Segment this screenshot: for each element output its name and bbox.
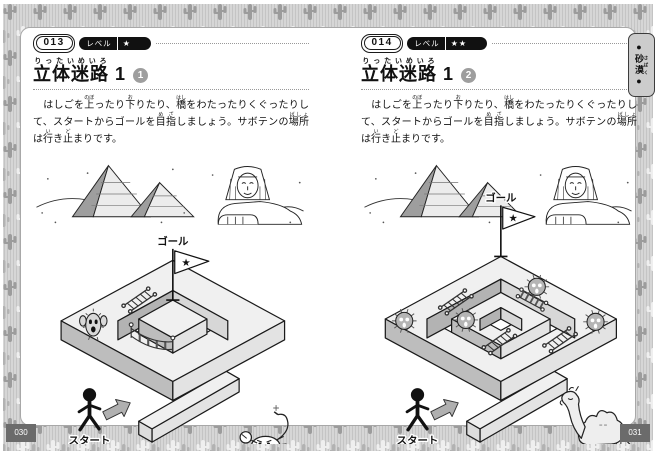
pyramid-large bbox=[399, 164, 480, 217]
stick-figure bbox=[405, 387, 430, 432]
cactus-icon bbox=[79, 308, 108, 340]
camel-character bbox=[559, 385, 631, 444]
sphinx bbox=[217, 165, 303, 225]
page-sheet: 013 レベル ★ 立体迷路りったいめいろ 1 1 はしごを上のぼったり下おりた… bbox=[20, 27, 637, 444]
entrance-bar bbox=[138, 370, 240, 443]
instructions-text: はしごを上のぼったり下おりたり、橋はしをわたったりくぐったりして、スタートからゴ… bbox=[361, 94, 638, 145]
level-stars: ★ bbox=[116, 36, 131, 50]
chapter-tab-label: ●砂漠さばく● bbox=[634, 42, 649, 88]
middle-ring bbox=[450, 291, 551, 360]
puzzle-number-badge: 013 bbox=[33, 33, 76, 53]
title-number-circle: 2 bbox=[461, 67, 477, 83]
maze-illustration-2: ★ ゴール スタート bbox=[364, 164, 632, 444]
stick-figure bbox=[77, 387, 102, 432]
page-title: 立体迷路りったいめいろ 1 bbox=[361, 58, 455, 84]
start-label: スタート bbox=[397, 435, 439, 444]
goal-star: ★ bbox=[508, 213, 517, 224]
level-stars: ★★ bbox=[444, 36, 467, 50]
maze-wall-se bbox=[172, 320, 286, 401]
isometric-maze: ★ ゴール スタート bbox=[60, 234, 289, 444]
start-arrow-icon bbox=[102, 398, 131, 421]
goal-flag: ★ bbox=[166, 248, 210, 301]
desert-scene bbox=[36, 164, 304, 225]
goal-label: ゴール bbox=[157, 235, 189, 248]
left-page: 013 レベル ★ 立体迷路りったいめいろ 1 1 はしごを上のぼったり下おりた… bbox=[33, 33, 310, 444]
title-underline bbox=[361, 88, 637, 90]
instructions-text: はしごを上のぼったり下おりたり、橋はしをわたったりくぐったりして、スタートからゴ… bbox=[33, 94, 310, 145]
sphinx bbox=[545, 165, 631, 225]
maze-wall-se bbox=[500, 318, 617, 401]
goal-star: ★ bbox=[181, 258, 190, 269]
title-underline bbox=[33, 88, 309, 90]
left-header: 013 レベル ★ bbox=[33, 33, 309, 53]
rope-bridge bbox=[128, 322, 176, 351]
start-label: スタート bbox=[69, 435, 111, 444]
dotted-leader bbox=[492, 42, 637, 44]
dotted-leader bbox=[155, 42, 309, 44]
right-title-row: 立体迷路りったいめいろ 1 2 bbox=[361, 58, 637, 85]
pyramid-small bbox=[458, 181, 523, 217]
page-number-right: 031 bbox=[620, 424, 650, 442]
maze-inner-wall-ne bbox=[500, 278, 576, 339]
maze-illustration-1: ★ ゴール スタート bbox=[36, 164, 304, 444]
sand-dots bbox=[41, 168, 301, 224]
page-number-left: 030 bbox=[6, 424, 36, 442]
pyramid-large bbox=[71, 164, 152, 217]
right-page: 014 レベル ★★ 立体迷路りったいめいろ 1 2 はしごを上のぼったり下おり… bbox=[361, 33, 638, 444]
chapter-tab-desert: ●砂漠さばく● bbox=[628, 33, 655, 97]
puzzle-number-badge: 014 bbox=[361, 33, 404, 53]
goal-flag: ★ bbox=[494, 205, 536, 258]
right-header: 014 レベル ★★ bbox=[361, 33, 637, 53]
pyramid-small bbox=[130, 181, 195, 217]
scorpion-character bbox=[239, 404, 289, 444]
level-badge: レベル ★ bbox=[79, 36, 151, 50]
rope-bridge bbox=[515, 287, 549, 312]
isometric-maze: ★ ゴール スタート bbox=[384, 190, 631, 444]
left-title-row: 立体迷路りったいめいろ 1 1 bbox=[33, 58, 309, 85]
page-title: 立体迷路りったいめいろ 1 bbox=[33, 58, 127, 84]
start-arrow-icon bbox=[430, 398, 459, 421]
title-number-circle: 1 bbox=[133, 67, 149, 83]
level-badge: レベル ★★ bbox=[407, 36, 488, 50]
goal-label: ゴール bbox=[485, 191, 517, 204]
